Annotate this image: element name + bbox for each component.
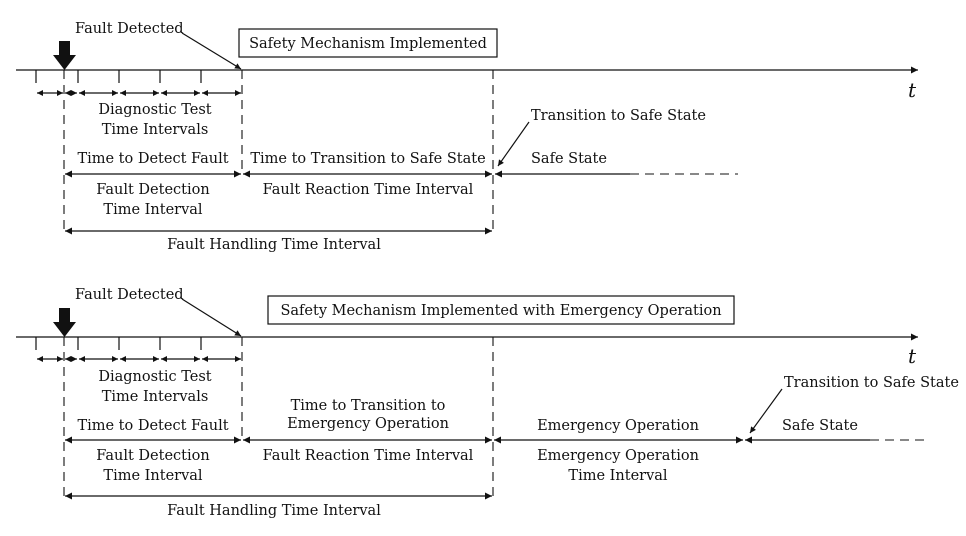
bottom-time-to-detect-label: Time to Detect Fault: [77, 418, 228, 434]
bottom-eoti-label-line1: Emergency Operation: [537, 448, 699, 464]
bottom-ttt-label-line2: Emergency Operation: [287, 416, 449, 432]
top-fdti-label-line2: Time Interval: [103, 202, 202, 218]
top-fault-detected-label: Fault Detected: [75, 21, 184, 37]
bottom-fault-occurrence-icon: [53, 308, 76, 337]
top-diagnostic-label-line1: Diagnostic Test: [98, 102, 211, 118]
bottom-fdti-label-line2: Time Interval: [103, 468, 202, 484]
bottom-emergency-operation-label: Emergency Operation: [537, 418, 699, 434]
top-transition-leader: [497, 121, 530, 167]
top-time-symbol: t: [908, 78, 917, 102]
top-time-to-detect-label: Time to Detect Fault: [77, 151, 228, 167]
top-diagnostic-label-line2: Time Intervals: [102, 122, 209, 138]
bottom-safety-mechanism-box: [267, 295, 735, 325]
bottom-ticks: [35, 337, 202, 350]
bottom-fault-detected-leader: [181, 298, 242, 337]
bottom-fhti-label: Fault Handling Time Interval: [167, 503, 381, 519]
bottom-fault-detected-label: Fault Detected: [75, 287, 184, 303]
bottom-diagram: t Fault Detected: [16, 287, 959, 519]
top-fdti-label-line1: Fault Detection: [96, 182, 209, 198]
top-time-to-transition-label: Time to Transition to Safe State: [250, 151, 485, 167]
top-ticks: [35, 70, 202, 83]
top-fhti-label: Fault Handling Time Interval: [167, 237, 381, 253]
top-fault-detected-leader: [181, 32, 242, 70]
top-safety-mechanism-label: Safety Mechanism Implemented: [249, 36, 487, 52]
bottom-safe-state-label: Safe State: [782, 418, 858, 434]
bottom-diagnostic-label-line2: Time Intervals: [102, 389, 209, 405]
bottom-eoti-label-line2: Time Interval: [568, 468, 667, 484]
top-fault-occurrence-icon: [53, 41, 76, 70]
bottom-diagnostic-label-line1: Diagnostic Test: [98, 369, 211, 385]
bottom-safety-mechanism-label: Safety Mechanism Implemented with Emerge…: [280, 303, 721, 319]
top-diagram: t Fault Detected: [16, 21, 918, 253]
bottom-transition-label: Transition to Safe State: [784, 375, 959, 391]
bottom-fdti-label-line1: Fault Detection: [96, 448, 209, 464]
top-safe-state-label: Safe State: [531, 151, 607, 167]
bottom-frti-label: Fault Reaction Time Interval: [263, 448, 474, 464]
bottom-ttt-label-line1: Time to Transition to: [291, 398, 446, 414]
top-transition-label: Transition to Safe State: [531, 108, 706, 124]
bottom-time-symbol: t: [908, 344, 917, 368]
top-frti-label: Fault Reaction Time Interval: [263, 182, 474, 198]
top-safety-mechanism-box: [238, 28, 498, 58]
bottom-transition-leader: [749, 388, 783, 434]
